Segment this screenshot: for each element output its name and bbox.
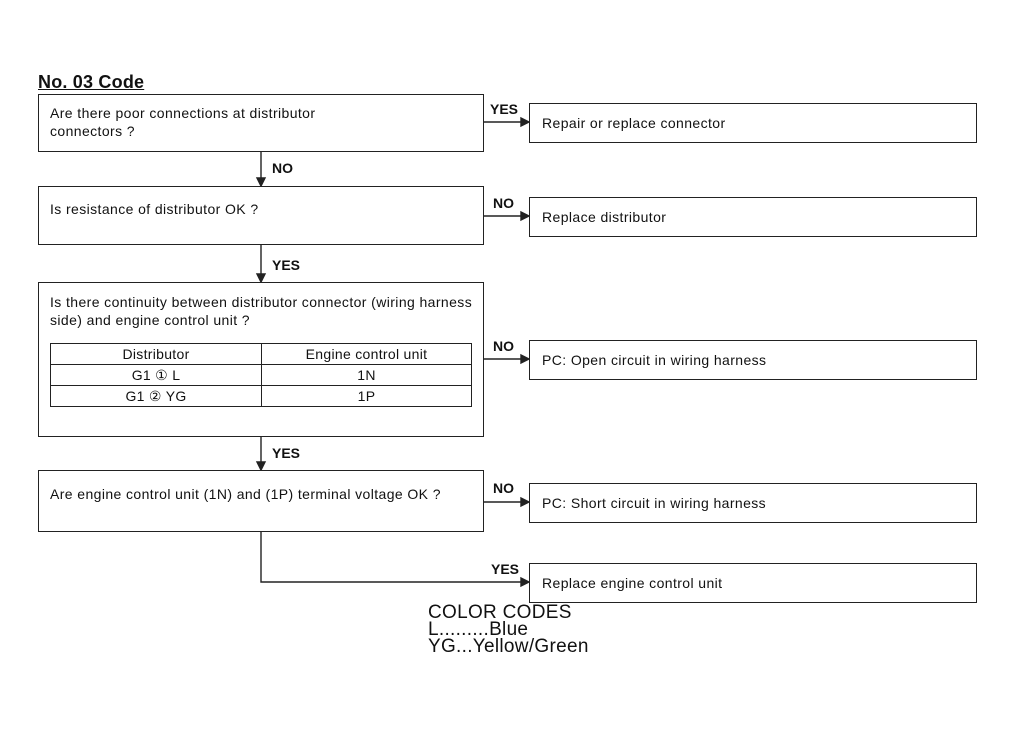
legend-item: L.........Blue xyxy=(428,619,529,640)
table-cell: G1 ② YG xyxy=(50,385,262,407)
label-q4-no: NO xyxy=(493,480,514,496)
result-box-3: PC: Open circuit in wiring harness xyxy=(529,340,977,380)
table-row: G1 ② YG 1P xyxy=(50,385,472,407)
page-title: No. 03 Code xyxy=(38,72,145,92)
result-box-2: Replace distributor xyxy=(529,197,977,237)
question-box-3: Is there continuity between distributor … xyxy=(38,282,484,437)
table-row: G1 ① L 1N xyxy=(50,364,472,386)
result-5-text: Replace engine control unit xyxy=(542,575,723,591)
result-box-1: Repair or replace connector xyxy=(529,103,977,143)
color-codes-legend: COLOR CODES L.........Blue YG...Yellow/G… xyxy=(428,602,589,657)
result-4-text: PC: Short circuit in wiring harness xyxy=(542,495,767,511)
table-header-distributor: Distributor xyxy=(50,343,262,365)
label-q2-no: NO xyxy=(493,195,514,211)
table-header-ecu: Engine control unit xyxy=(261,343,472,365)
question-box-1: Are there poor connections at distributo… xyxy=(38,94,484,152)
question-4-text: Are engine control unit (1N) and (1P) te… xyxy=(50,486,441,502)
label-q3-no: NO xyxy=(493,338,514,354)
result-3-text: PC: Open circuit in wiring harness xyxy=(542,352,767,368)
question-3-text: Is there continuity between distributor … xyxy=(50,294,473,328)
table-cell: G1 ① L xyxy=(50,364,262,386)
result-1-text: Repair or replace connector xyxy=(542,115,726,131)
question-2-text: Is resistance of distributor OK ? xyxy=(50,201,259,217)
label-q2-yes: YES xyxy=(272,257,301,273)
question-1-text: Are there poor connections at distributo… xyxy=(50,105,316,139)
table-header-row: Distributor Engine control unit xyxy=(50,343,472,365)
question-box-2: Is resistance of distributor OK ? xyxy=(38,186,484,245)
result-box-4: PC: Short circuit in wiring harness xyxy=(529,483,977,523)
arrow-q4-r5 xyxy=(260,532,525,583)
table-cell: 1N xyxy=(261,364,472,386)
label-q1-no: NO xyxy=(272,160,293,176)
legend-heading: COLOR CODES xyxy=(428,602,572,623)
result-2-text: Replace distributor xyxy=(542,209,667,225)
continuity-table: Distributor Engine control unit G1 ① L 1… xyxy=(50,343,472,407)
result-box-5: Replace engine control unit xyxy=(529,563,977,603)
question-box-4: Are engine control unit (1N) and (1P) te… xyxy=(38,470,484,532)
label-q3-yes: YES xyxy=(272,445,301,461)
table-cell: 1P xyxy=(261,385,472,407)
label-q1-yes: YES xyxy=(490,101,519,117)
label-q4-yes: YES xyxy=(491,561,520,577)
legend-item: YG...Yellow/Green xyxy=(428,636,589,657)
